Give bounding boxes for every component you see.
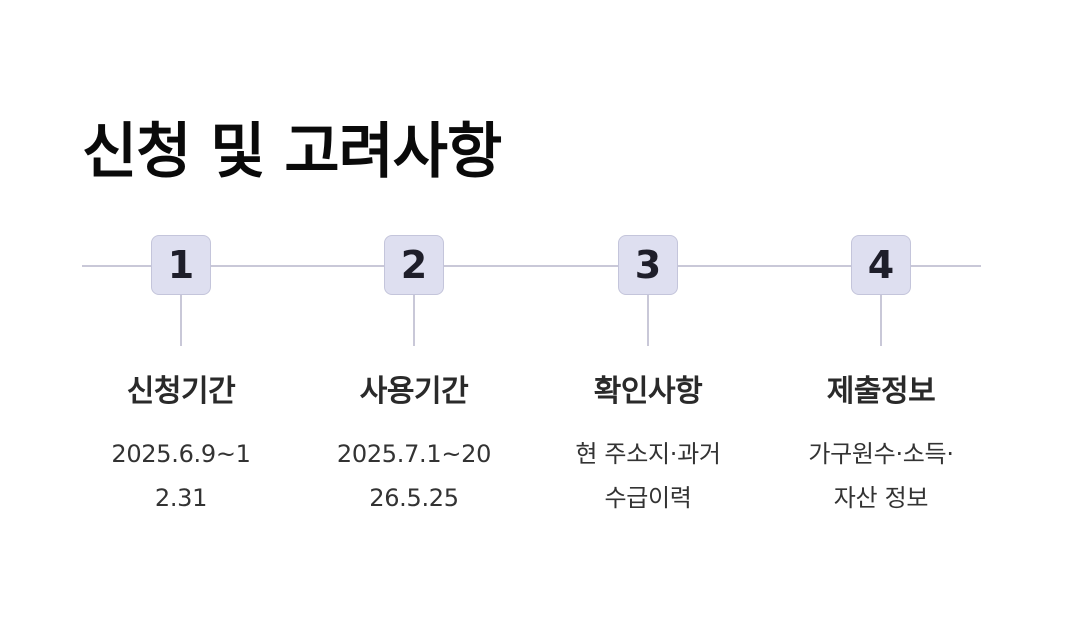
step-1-number-box: 1 — [151, 235, 211, 295]
step-1-connector — [180, 295, 182, 346]
step-2-description: 2025.7.1~2026.5.25 — [336, 440, 492, 512]
step-3-number-box: 3 — [618, 235, 678, 295]
step-4-description: 가구원수·소득·자산 정보 — [808, 440, 954, 512]
step-3-connector — [647, 295, 649, 346]
step-2-number-box: 2 — [384, 235, 444, 295]
step-1-description: 2025.6.9~12.31 — [111, 440, 251, 512]
step-1-label: 신청기간 — [126, 374, 236, 409]
step-3-label: 확인사항 — [593, 374, 703, 409]
step-4-connector — [880, 295, 882, 346]
step-3-description: 현 주소지·과거 수급이력 — [575, 440, 721, 512]
step-2-label: 사용기간 — [359, 374, 469, 409]
step-4-label: 제출정보 — [826, 374, 936, 409]
timeline-line — [82, 265, 981, 267]
step-4-number-box: 4 — [851, 235, 911, 295]
step-2-connector — [413, 295, 415, 346]
page-title: 신청 및 고려사항 — [82, 117, 502, 187]
